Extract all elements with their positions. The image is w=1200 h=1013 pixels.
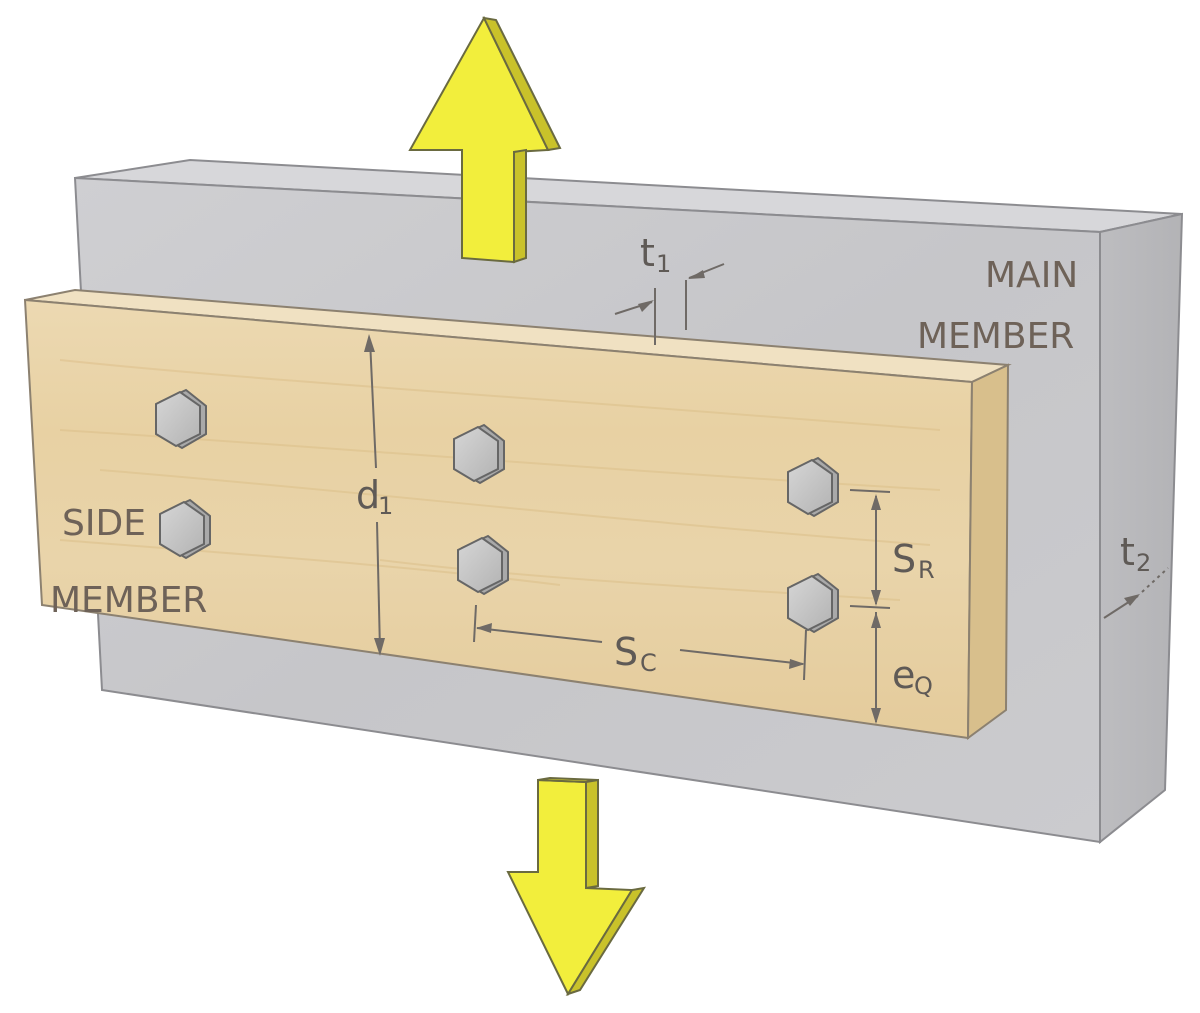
bolt (787, 572, 839, 634)
dimension-t1 (614, 263, 725, 345)
side-member-end-face (966, 363, 1010, 740)
main-member-side-face (1099, 212, 1184, 845)
sr-symbol: S (892, 537, 916, 581)
t2-label: t 2 (1120, 530, 1151, 577)
bolt (787, 456, 839, 518)
main-member-label-line1: MAIN (985, 255, 1078, 296)
sr-subscript: R (918, 556, 935, 584)
bolt (457, 534, 509, 596)
d1-subscript: 1 (378, 492, 393, 520)
t2-symbol: t (1120, 530, 1135, 574)
d1-label: d 1 (356, 473, 393, 520)
sc-symbol: S (614, 630, 638, 674)
up-arrow-icon (408, 15, 562, 264)
dimension-sc (473, 604, 807, 681)
bolt (453, 423, 505, 485)
side-member-label-line2: MEMBER (50, 580, 207, 621)
eq-subscript: Q (914, 672, 933, 700)
dimension-sr (849, 489, 891, 609)
side-member (23, 288, 1012, 740)
dimension-d1 (364, 334, 385, 656)
t1-symbol: t (640, 231, 655, 275)
t2-subscript: 2 (1136, 549, 1151, 577)
eq-symbol: e (892, 653, 915, 697)
sr-label: S R (892, 537, 935, 584)
dimension-eq (871, 612, 881, 724)
down-arrow-icon (506, 776, 647, 997)
main-member-label-line2: MEMBER (917, 316, 1074, 357)
bolt (159, 498, 211, 560)
bolt (155, 388, 207, 450)
t1-subscript: 1 (656, 250, 671, 278)
sc-label: S C (614, 630, 657, 677)
dimension-t2 (1103, 567, 1169, 619)
t1-label: t 1 (640, 231, 671, 278)
eq-label: e Q (892, 653, 933, 700)
bolts (155, 388, 839, 634)
side-member-label-line1: SIDE (62, 503, 146, 544)
sc-subscript: C (640, 649, 657, 677)
d1-symbol: d (356, 473, 380, 517)
